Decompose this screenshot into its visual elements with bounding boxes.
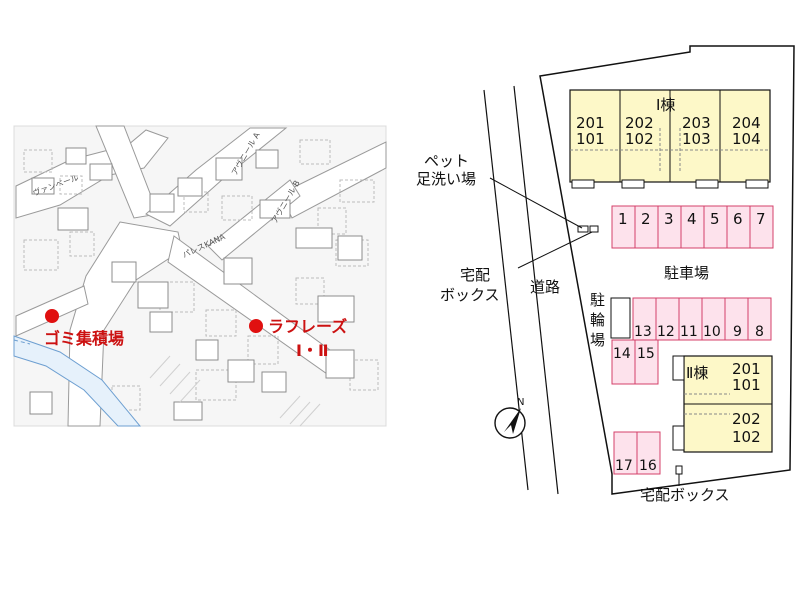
- parking-space-number: 3: [664, 210, 674, 228]
- bicycle-parking-label: 駐: [590, 291, 605, 309]
- parking-space-number: 9: [733, 324, 742, 340]
- bicycle-parking-label: 場: [590, 331, 605, 349]
- delivery-box: [589, 225, 599, 233]
- north-label: N: [517, 397, 524, 408]
- delivery-box-2: [675, 465, 683, 475]
- garbage-point-label: ゴミ集積場: [44, 329, 124, 348]
- parking-row-1: [611, 205, 774, 249]
- bicycle-parking-area: [610, 297, 631, 339]
- pet-wash-area: [577, 225, 589, 233]
- unit-number: 201: [576, 114, 605, 132]
- unit-number: 203: [682, 114, 711, 132]
- parking-space-number: 4: [687, 210, 697, 228]
- parking-space-number: 15: [637, 346, 655, 362]
- leader-line: [517, 231, 593, 269]
- unit-number: 202: [732, 410, 761, 428]
- parking-space-number: 10: [703, 324, 721, 340]
- property-marker: [249, 319, 263, 333]
- unit-number: 101: [576, 130, 605, 148]
- property-label: ラフレーズ: [268, 317, 347, 336]
- unit-number: 201: [732, 360, 761, 378]
- locator-map: ヴァンベール パレスKANA アヴニール A アヴニール B ゴミ集積場 ラフレ…: [13, 125, 387, 427]
- pet-wash-label: ペット: [424, 152, 469, 170]
- unit-number: 204: [732, 114, 761, 132]
- bicycle-parking-label: 輪: [590, 311, 605, 329]
- river: [13, 335, 142, 427]
- parking-space-number: 14: [613, 346, 631, 362]
- parking-space-number: 13: [634, 324, 652, 340]
- north-arrow-icon: [504, 408, 521, 434]
- parking-space-number: 16: [639, 458, 657, 474]
- unit-number: 102: [732, 428, 761, 446]
- road-label: 道路: [530, 278, 560, 296]
- building-1: Ⅰ棟 201 101 202 102 203 103 204 104: [569, 89, 771, 189]
- delivery-box-label: 宅配: [460, 266, 490, 284]
- parking-row-2: [632, 297, 772, 341]
- parking-space-number: 8: [755, 324, 764, 340]
- parking-space-number: 12: [657, 324, 675, 340]
- parking-space-number: 1: [618, 210, 628, 228]
- building-1-label: Ⅰ棟: [656, 96, 675, 114]
- parking-space-number: 17: [615, 458, 633, 474]
- unit-number: 103: [682, 130, 711, 148]
- parking-space-number: 11: [680, 324, 698, 340]
- pet-wash-label: 足洗い場: [416, 170, 476, 188]
- parking-label: 駐車場: [664, 264, 709, 282]
- road-edge: [513, 85, 559, 495]
- parking-space-number: 7: [756, 210, 766, 228]
- unit-number: 101: [732, 376, 761, 394]
- parking-space-number: 6: [733, 210, 743, 228]
- building-footprints: [29, 147, 363, 421]
- property-label-buildings: Ⅰ・Ⅱ: [296, 341, 329, 360]
- delivery-box-bottom-label: 宅配ボックス: [640, 486, 730, 504]
- unit-number: 102: [625, 130, 654, 148]
- parking-space-number: 2: [641, 210, 651, 228]
- parking-space-number: 5: [710, 210, 720, 228]
- building-2: Ⅱ棟 201 101 202 102: [672, 355, 773, 453]
- leader-line: [489, 177, 583, 229]
- north-arrow: N: [494, 397, 526, 439]
- hatched-area: [149, 355, 321, 427]
- building-2-label: Ⅱ棟: [686, 364, 708, 382]
- compass-circle: [494, 407, 526, 439]
- unit-number: 202: [625, 114, 654, 132]
- unit-number: 104: [732, 130, 761, 148]
- parking-row-3: [611, 339, 659, 385]
- site-plan: Ⅰ棟 201 101 202 102 203 103 204 104 1 2 3…: [416, 45, 795, 504]
- garbage-point-marker: [45, 309, 59, 323]
- delivery-box-label: ボックス: [440, 286, 500, 304]
- parking-row-4: [613, 431, 661, 475]
